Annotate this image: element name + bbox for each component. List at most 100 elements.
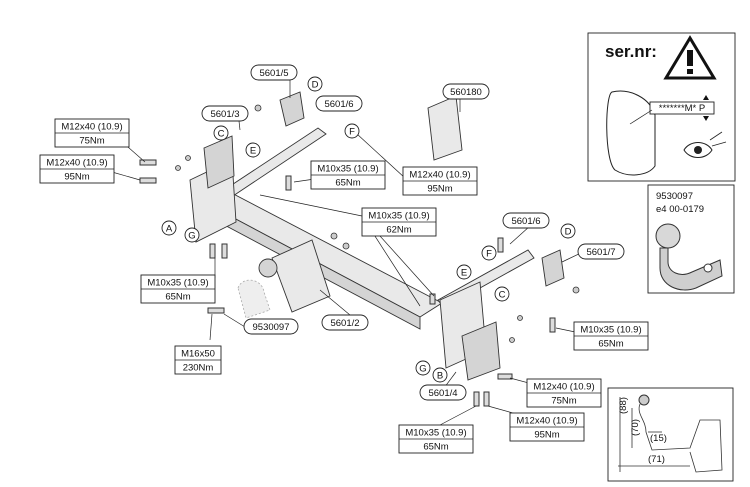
bolt (549, 317, 556, 333)
part-5601-6b-callout: 5601/6 (502, 212, 550, 229)
nut-group (175, 104, 580, 343)
torque-value: 62Nm (386, 225, 411, 236)
dimension-panel: (88) (70) (15) (71) (607, 387, 734, 482)
torque-box-m12-75-right: M12x40 (10.9) 75Nm (526, 378, 602, 408)
torque-value: 75Nm (79, 136, 104, 147)
dimension-label: (15) (650, 433, 667, 444)
nut (517, 315, 523, 321)
bolt-spec: M10x35 (10.9) (147, 278, 208, 289)
nut (342, 242, 350, 250)
part-9530097-callout: 9530097 (243, 318, 299, 335)
letter-f2-callout: F (481, 245, 497, 261)
letter-e-callout: E (245, 142, 261, 158)
bolt-spec: M12x40 (10.9) (46, 158, 107, 169)
torque-value: 95Nm (64, 172, 89, 183)
torque-value: 65Nm (335, 178, 360, 189)
nut (330, 232, 338, 240)
approval-panel: 9530097 e4 00-0179 (647, 184, 735, 294)
approval-code: 9530097 (656, 191, 693, 202)
part-number-label: 5601/2 (330, 318, 359, 329)
eye-icon (683, 131, 727, 158)
part-5601-6-callout: 5601/6 (315, 95, 363, 112)
svg-text:C: C (499, 290, 506, 301)
bolt (483, 391, 490, 407)
bolt-spec: M10x35 (10.9) (368, 211, 429, 222)
approval-number: e4 00-0179 (656, 204, 704, 215)
torque-value: 75Nm (551, 396, 576, 407)
part-number-label: 5601/4 (428, 388, 457, 399)
part-number-label: 5601/3 (210, 109, 239, 120)
part-number-label: 5601/6 (324, 99, 353, 110)
svg-text:C: C (218, 129, 225, 140)
tow-ball-icon (655, 223, 723, 291)
svg-text:G: G (419, 364, 426, 375)
ghost-tow-ball (237, 279, 271, 319)
part-560180-callout: 560180 (442, 83, 490, 100)
right-bracket-d (541, 249, 565, 287)
nut (254, 104, 262, 112)
torque-box-m12-95-center: M12x40 (10.9) 95Nm (402, 166, 478, 196)
part-number-label: 5601/7 (586, 247, 615, 258)
bolt (139, 177, 157, 184)
serial-number-panel: ser.nr: *******M* P (587, 32, 736, 182)
bolt (473, 391, 480, 407)
torque-value: 65Nm (423, 442, 448, 453)
letter-f-callout: F (344, 123, 360, 139)
arrow-up-icon (703, 95, 709, 100)
tow-ball-circle (638, 394, 650, 406)
torque-box-m12-95-right: M12x40 (10.9) 95Nm (509, 412, 585, 442)
svg-text:E: E (250, 146, 256, 157)
letter-callouts: D C F E A G D F E C G B (161, 76, 576, 383)
torque-box-m12-95-left: M12x40 (10.9) 95Nm (39, 154, 115, 184)
svg-text:D: D (312, 80, 319, 91)
bolt (429, 293, 436, 305)
torque-box-m10-62: M10x35 (10.9) 62Nm (361, 207, 437, 237)
serial-title: ser.nr: (605, 42, 657, 61)
bolt (209, 243, 216, 259)
torque-box-m10-65-top: M10x35 (10.9) 65Nm (310, 160, 386, 190)
svg-text:F: F (486, 249, 492, 260)
nut (185, 155, 191, 161)
torque-value: 230Nm (183, 363, 214, 374)
nut (509, 337, 515, 343)
serial-plate-text: *******M* P (659, 103, 705, 114)
torque-box-m10-65-right: M10x35 (10.9) 65Nm (573, 321, 649, 351)
warning-icon (663, 35, 717, 80)
letter-e2-callout: E (456, 264, 472, 280)
bolt-spec: M12x40 (10.9) (533, 382, 594, 393)
letter-c-callout: C (213, 125, 229, 141)
hitch-outline (606, 90, 656, 176)
torque-box-m10-65-left: M10x35 (10.9) 65Nm (140, 274, 216, 304)
dimension-label: (88) (618, 397, 629, 414)
letter-d2-callout: D (560, 223, 576, 239)
letter-d-callout: D (307, 76, 323, 92)
torque-value: 95Nm (427, 184, 452, 195)
svg-text:G: G (188, 231, 195, 242)
bolt-spec: M12x40 (10.9) (516, 416, 577, 427)
bolt-spec: M16x50 (181, 349, 215, 360)
bolt-spec: M12x40 (10.9) (409, 170, 470, 181)
part-number-label: 5601/5 (259, 68, 288, 79)
part-5601-7-callout: 5601/7 (577, 243, 625, 260)
bolt (497, 373, 513, 380)
part-5601-3-callout: 5601/3 (201, 105, 249, 122)
part-5601-5-callout: 5601/5 (250, 64, 298, 81)
svg-text:E: E (461, 268, 467, 279)
nut (572, 286, 580, 294)
arrow-down-icon (703, 116, 709, 121)
bolt-spec: M10x35 (10.9) (580, 325, 641, 336)
letter-g2-callout: G (415, 360, 431, 376)
center-mount-plate (271, 239, 331, 313)
torque-value: 95Nm (534, 430, 559, 441)
letter-b-callout: B (432, 367, 448, 383)
bolt (221, 243, 228, 259)
tow-bar-drawing (139, 91, 580, 407)
bolt-spec: M10x35 (10.9) (405, 428, 466, 439)
right-lower-plate (461, 321, 501, 381)
dimension-label: (70) (630, 419, 641, 436)
bolt (207, 307, 225, 314)
serial-plate (649, 101, 715, 115)
bolt (497, 237, 504, 253)
bolt (285, 175, 292, 191)
